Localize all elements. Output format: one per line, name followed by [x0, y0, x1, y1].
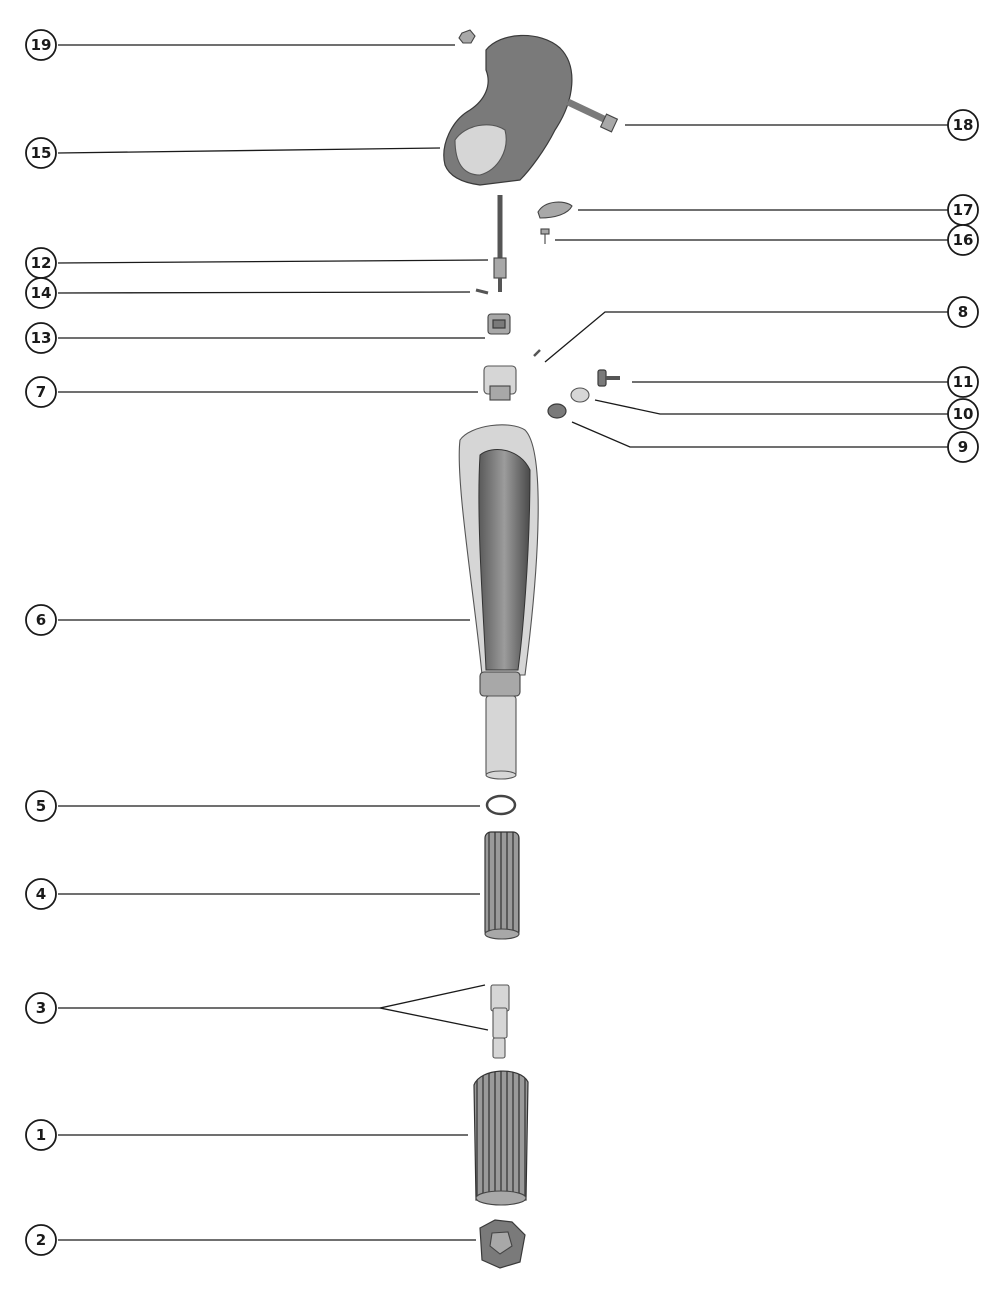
leader-8 — [544, 311, 948, 363]
callout-2: 2 — [25, 1224, 57, 1256]
callout-19: 19 — [25, 29, 57, 61]
part-1-grip — [473, 1070, 529, 1206]
callout-16: 16 — [947, 224, 979, 256]
callout-6: 6 — [25, 604, 57, 636]
svg-text:6: 6 — [36, 611, 46, 629]
part-13-gear — [487, 313, 511, 335]
parts — [443, 29, 620, 1269]
svg-text:3: 3 — [36, 999, 46, 1017]
part-8-pin — [533, 349, 541, 357]
svg-text:14: 14 — [31, 284, 52, 302]
part-14-pin — [475, 288, 489, 295]
svg-text:11: 11 — [953, 373, 974, 391]
part-3-pins — [490, 984, 510, 1059]
callout-3: 3 — [25, 992, 57, 1024]
callout-11: 11 — [947, 366, 979, 398]
leader-14 — [57, 291, 471, 294]
svg-text:4: 4 — [36, 885, 46, 903]
callout-10: 10 — [947, 398, 979, 430]
svg-text:17: 17 — [953, 201, 974, 219]
svg-text:12: 12 — [31, 254, 52, 272]
callout-5: 5 — [25, 790, 57, 822]
callout-14: 14 — [25, 277, 57, 309]
leader-10 — [594, 399, 948, 415]
callout-13: 13 — [25, 322, 57, 354]
leader-9 — [571, 421, 948, 448]
svg-text:19: 19 — [31, 36, 52, 54]
leader-lines — [57, 44, 948, 1241]
callouts: 19 15 18 17 16 12 14 13 8 7 11 10 9 6 5 … — [25, 29, 979, 1256]
part-18-bolt — [566, 98, 619, 133]
leader-3a — [379, 984, 486, 1009]
callout-17: 17 — [947, 194, 979, 226]
part-17-clip — [537, 201, 573, 219]
callout-8: 8 — [947, 296, 979, 328]
svg-text:18: 18 — [953, 116, 974, 134]
svg-text:5: 5 — [36, 797, 46, 815]
part-19-nut — [458, 29, 476, 44]
callout-1: 1 — [25, 1119, 57, 1151]
callout-18: 18 — [947, 109, 979, 141]
part-16-screw — [540, 228, 550, 244]
leader-3b — [379, 1007, 489, 1031]
part-7-gear — [483, 365, 517, 401]
leader-12 — [57, 259, 489, 264]
svg-text:13: 13 — [31, 329, 52, 347]
part-12-shaft — [493, 195, 507, 292]
callout-15: 15 — [25, 137, 57, 169]
callout-12: 12 — [25, 247, 57, 279]
part-2-end-cap — [479, 1219, 526, 1269]
svg-text:15: 15 — [31, 144, 52, 162]
callout-9: 9 — [947, 431, 979, 463]
part-9-nut — [547, 403, 567, 419]
leader-15 — [57, 147, 441, 154]
svg-text:1: 1 — [36, 1126, 46, 1144]
part-4-grip-sleeve — [484, 831, 520, 940]
svg-text:7: 7 — [36, 383, 46, 401]
callout-4: 4 — [25, 878, 57, 910]
svg-text:2: 2 — [36, 1231, 46, 1249]
svg-text:16: 16 — [953, 231, 974, 249]
part-6-tiller-arm — [458, 424, 539, 780]
svg-text:10: 10 — [953, 405, 974, 423]
part-5-o-ring — [485, 794, 517, 816]
callout-7: 7 — [25, 376, 57, 408]
svg-text:8: 8 — [958, 303, 968, 321]
svg-text:9: 9 — [958, 438, 968, 456]
part-10-washer — [570, 387, 590, 403]
part-11-screw — [597, 369, 620, 387]
